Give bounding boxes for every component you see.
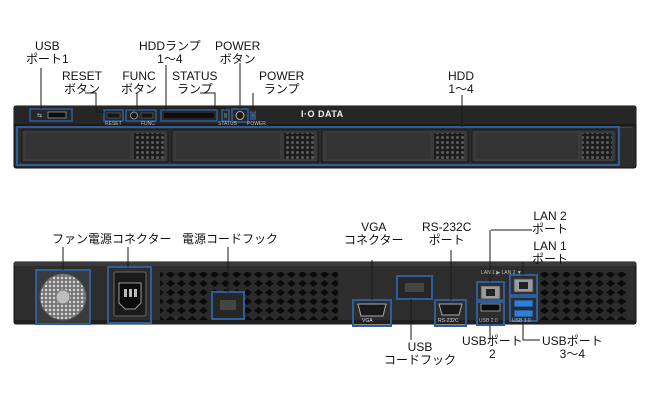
hdd-bay-1[interactable] [21, 129, 169, 163]
hdd-bay-4[interactable] [471, 129, 617, 163]
fan-rear [35, 269, 91, 325]
panel-label-status: STATUS [218, 121, 237, 127]
panel-label-rs232c: RS-232C [438, 318, 459, 324]
panel-label-power: POWER [247, 121, 266, 127]
power-cord-hook-rear[interactable] [211, 291, 245, 320]
hdd-bays-front[interactable] [16, 126, 620, 166]
panel-label-lan: LAN 1 ▶ LAN 2 ▼ [481, 270, 522, 276]
lan1-port-rear[interactable] [509, 274, 538, 296]
hdd-bay-3[interactable] [321, 129, 469, 163]
usb-cord-hook-rear[interactable] [396, 275, 433, 300]
hdd-lamp-front [160, 109, 218, 122]
callout-power-connector: 電源コネクター [88, 232, 172, 246]
rear-callout-lines [62, 229, 540, 341]
rear-vent-left [160, 272, 338, 320]
brand-logo: I·O DATA [301, 109, 344, 119]
panel-label-func: FUNC [141, 121, 155, 127]
func-button-front[interactable] [125, 109, 157, 122]
usb-port1-front[interactable]: ⇆ [29, 108, 73, 122]
panel-label-usb3: USB 3.0 [512, 318, 531, 324]
front-callout-lines [40, 63, 463, 127]
reset-button-front[interactable] [103, 109, 124, 122]
rear-vent-right [540, 272, 628, 320]
power-connector-rear[interactable] [107, 266, 152, 324]
panel-label-vga: VGA [362, 318, 373, 324]
callout-power-cord-hook: 電源コードフック [182, 232, 279, 246]
callout-fan: ファン [52, 232, 89, 246]
panel-label-usb2: USB 2.0 [479, 318, 498, 324]
hdd-bay-2[interactable] [171, 129, 319, 163]
svg-text:⇆: ⇆ [37, 112, 42, 119]
panel-label-reset: RESET [105, 121, 122, 127]
